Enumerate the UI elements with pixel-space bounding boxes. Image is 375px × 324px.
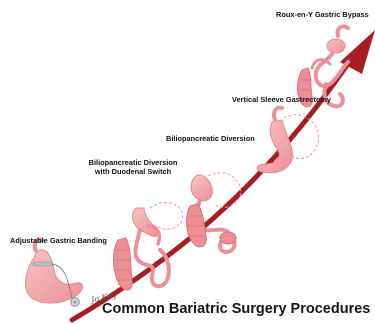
gastric-banding-illustration bbox=[26, 240, 83, 307]
label-bpd-ds-line2: with Duodenal Switch bbox=[78, 168, 188, 177]
label-adjustable-gastric-banding: Adjustable Gastric Banding bbox=[10, 237, 107, 246]
bpd-illustration bbox=[187, 173, 241, 252]
label-vertical-sleeve-gastrectomy: Vertical Sleeve Gastrectomy bbox=[232, 96, 331, 105]
label-roux-en-y-gastric-bypass: Roux-en-Y Gastric Bypass bbox=[276, 11, 369, 20]
label-biliopancreatic-diversion: Biliopancreatic Diversion bbox=[166, 135, 255, 144]
label-bpd-with-duodenal-switch: Biliopancreatic Diversion with Duodenal … bbox=[78, 159, 188, 176]
bpd-ds-illustration bbox=[114, 203, 183, 290]
diagram-title: Common Bariatric Surgery Procedures bbox=[102, 301, 370, 317]
